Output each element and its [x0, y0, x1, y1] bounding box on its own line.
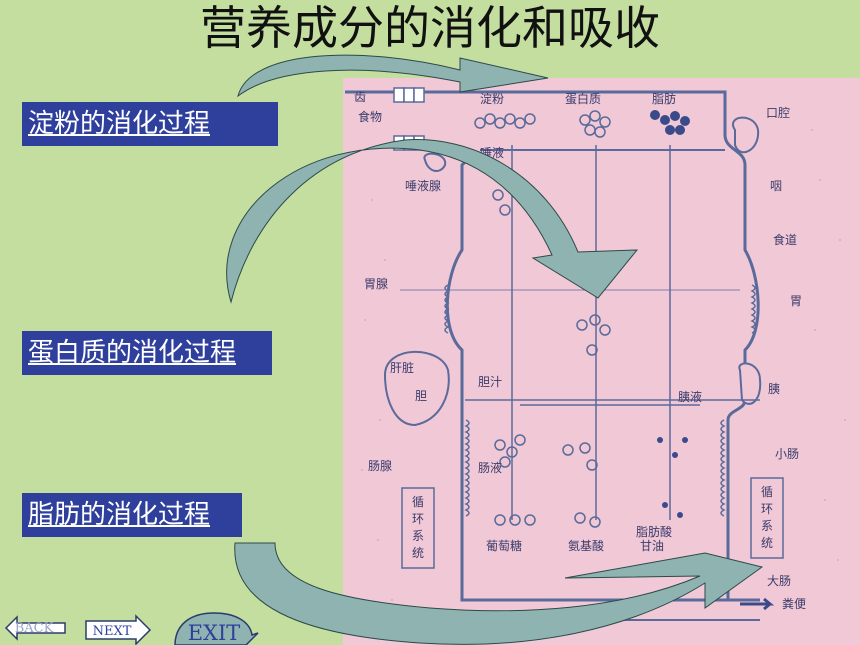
label-pharynx: 咽 — [770, 179, 782, 193]
label-bile: 胆汁 — [478, 375, 502, 389]
curved-arrows — [226, 54, 764, 645]
label-glucose: 葡萄糖 — [486, 538, 522, 553]
label-glycerol: 甘油 — [640, 539, 664, 553]
slide-title: 营养成分的消化和吸收 — [200, 1, 660, 55]
food-molecules — [474, 110, 611, 528]
label-amino-acid: 氨基酸 — [568, 538, 604, 553]
fat-molecules — [650, 110, 690, 518]
next-label: NEXT — [93, 624, 132, 639]
exit-button[interactable]: EXIT — [174, 612, 259, 645]
stomach-folds — [444, 284, 756, 517]
label-intestinal-gland: 肠腺 — [368, 459, 392, 473]
circulation-label-right: 循环系统 — [761, 485, 773, 550]
label-salivary-gland: 唾液腺 — [405, 178, 441, 193]
starch-digestion-link[interactable]: 淀粉的消化过程 — [22, 102, 278, 146]
glands — [383, 116, 762, 427]
circulation-label-left: 循环系统 — [412, 495, 424, 560]
next-button[interactable]: NEXT — [85, 614, 152, 645]
label-gastric-gland: 胃腺 — [364, 277, 388, 291]
pancreas-shape — [738, 362, 762, 405]
label-fatty-acid: 脂肪酸 — [636, 524, 672, 539]
back-label: BACK — [15, 621, 54, 636]
fat-digestion-link[interactable]: 脂肪的消化过程 — [22, 493, 242, 537]
protein-digestion-link[interactable]: 蛋白质的消化过程 — [22, 331, 272, 375]
feces-arrow — [740, 597, 775, 611]
liver-shape — [383, 350, 450, 427]
label-small-intestine: 小肠 — [775, 447, 799, 461]
back-button[interactable]: BACK — [4, 615, 66, 641]
label-stomach: 胃 — [790, 294, 802, 308]
label-protein: 蛋白质 — [565, 91, 601, 106]
label-teeth: 齿 — [354, 90, 366, 104]
digestion-diagram: 齿 食物 淀粉 蛋白质 脂肪 唾液 唾液腺 胃腺 肝脏 胆 胆汁 肠腺 肠液 胰… — [343, 78, 860, 645]
label-food: 食物 — [358, 109, 382, 124]
label-feces: 粪便 — [782, 597, 806, 611]
label-gallbladder: 胆 — [415, 389, 427, 403]
arrow-fat — [234, 542, 764, 645]
label-liver: 肝脏 — [390, 360, 414, 375]
mouth-gland-shape — [732, 116, 760, 154]
circulation-boxes: 循环系统 循环系统 — [401, 477, 784, 569]
label-pancreas: 胰 — [768, 382, 780, 396]
label-intestinal-juice: 肠液 — [478, 460, 502, 475]
flow-lines — [400, 145, 760, 520]
arrow-protein — [226, 139, 639, 304]
arrow-starch — [237, 54, 549, 98]
diagram-labels: 齿 食物 淀粉 蛋白质 脂肪 唾液 唾液腺 胃腺 肝脏 胆 胆汁 肠腺 肠液 胰… — [354, 90, 806, 611]
label-starch: 淀粉 — [480, 92, 504, 106]
label-pancreatic-juice: 胰液 — [678, 389, 702, 404]
salivary-gland-shape — [423, 152, 447, 172]
exit-label: EXIT — [188, 621, 241, 645]
label-large-intestine: 大肠 — [767, 574, 791, 588]
label-esophagus: 食道 — [773, 232, 797, 247]
label-oral-cavity: 口腔 — [766, 105, 790, 120]
diagram-texture — [359, 129, 846, 601]
label-fat: 脂肪 — [652, 91, 676, 106]
